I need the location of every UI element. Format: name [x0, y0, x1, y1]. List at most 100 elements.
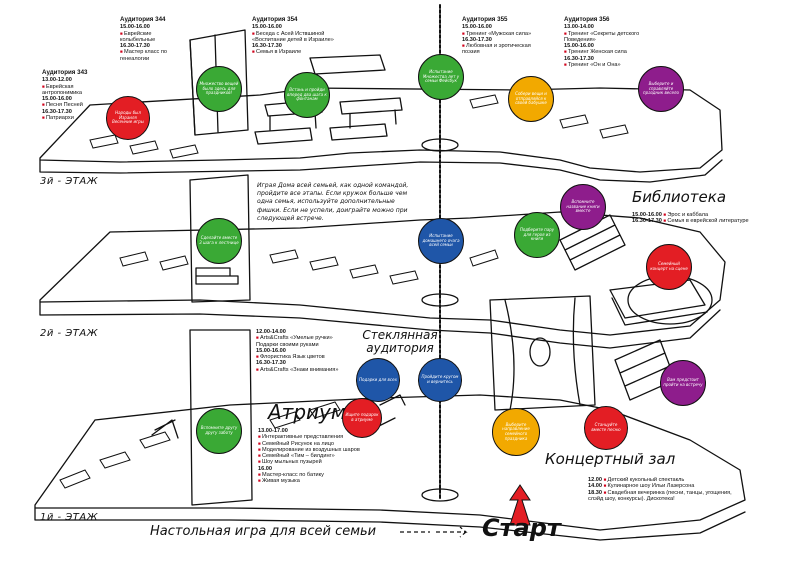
game-cell-12[interactable]: Подарки для всех — [356, 358, 400, 402]
schedule-time: 13.00-14.00 — [564, 24, 594, 31]
game-cell-7[interactable]: Сделайте вместе 3 шага к лестнице — [196, 218, 242, 264]
schedule-entry: 16.30-17.30 Семья в еврейской литературе — [632, 218, 782, 224]
schedule-glass: 12.00-14.00Arts&Crafts «Умелые ручки» По… — [256, 329, 352, 373]
cell-text: Множество вещей было здесь для празднико… — [199, 81, 239, 96]
schedule-lines: 13.00-17.00Интерактивные представленияСе… — [258, 428, 378, 485]
cell-text: Вам предстоит пройти на встречу — [663, 377, 703, 387]
schedule-event: Семья в еврейской литературе — [663, 218, 748, 224]
game-cell-9[interactable]: Подберите пару для героя из книги — [514, 212, 560, 258]
schedule-time: 16.30-17.30 — [564, 55, 594, 62]
schedule-time: 15.00-16.00 — [120, 24, 150, 31]
game-cell-14[interactable]: Ищите подарок в атриуме — [342, 398, 382, 438]
schedule-event: Любовная и эротическая поэзия — [462, 43, 542, 56]
schedule-time: 16.00 — [258, 465, 272, 472]
schedule-atrium: 13.00-17.00Интерактивные представленияСе… — [258, 428, 378, 485]
cell-text: Станцуйте вместе песню — [591, 422, 621, 432]
schedule-event: Моделирование из воздушных шаров — [258, 447, 378, 453]
schedule-entry: 18.30 Свадебная вечеринка (песни, танцы,… — [588, 490, 738, 503]
schedule-entry: 12.00 Детский кукольный спектакль — [588, 477, 738, 483]
schedule-event: Детский кукольный спектакль — [604, 477, 685, 483]
game-cell-13[interactable]: Пройдите кругом и вернитесь — [418, 358, 462, 402]
schedule-title: Аудитория 344 — [120, 16, 166, 23]
schedule-title: Аудитория 356 — [564, 16, 610, 23]
schedule-event: Тренинг Женская сила — [564, 49, 654, 55]
schedule-event: Семейный «Тим – билдинг» — [258, 453, 378, 459]
schedule-time: 16.30-17.30 — [252, 43, 282, 50]
cell-text: Вспомните другу другу заботу — [200, 425, 238, 435]
schedule-event: Кулинарное шоу Ильи Лазерсона — [604, 483, 695, 489]
game-cell-17[interactable]: Станцуйте вместе песню — [584, 406, 628, 450]
glass-auditorium-title: Стеклянная аудитория — [362, 328, 438, 355]
cell-text: Ищите подарок в атриуме — [345, 412, 379, 422]
schedule-event: Эрос и каббала — [663, 212, 708, 218]
schedule-time: 16.30-17.30 — [120, 43, 150, 50]
game-cell-11[interactable]: Семейный концерт на сцене — [646, 244, 692, 290]
schedule-event: Шоу мыльных пузырей — [258, 459, 378, 465]
schedule-event: Тренинг «Мужская сила» — [462, 31, 542, 37]
cell-text: Народы был Израиля Весенние игры — [112, 110, 144, 125]
game-cell-5[interactable]: Собери вещи и отправляйся к своей бабушк… — [508, 76, 554, 122]
schedule-event: Arts&Crafts «Знаки внимания» — [256, 367, 352, 373]
schedule-a354: Аудитория 354 15.00-16.00Беседа с Асей И… — [252, 16, 344, 56]
schedule-event: Arts&Crafts «Умелые ручки» Подарки своим… — [256, 335, 352, 348]
game-cell-8[interactable]: Испытание домашнего очага всей семьи — [418, 218, 464, 264]
schedule-lines: 15.00-16.00Тренинг «Мужская сила»16.30-1… — [462, 24, 542, 55]
floor-label-1: 1й - ЭТАЖ — [40, 512, 99, 523]
schedule-event: Семья в Израиле — [252, 49, 344, 55]
schedule-time: 15.00-16.00 — [462, 24, 492, 31]
cell-text: Пройдите кругом и вернитесь — [421, 374, 459, 384]
schedule-time: 15.00-16.00 — [564, 43, 594, 50]
schedule-time: 12.00 — [588, 477, 604, 483]
cell-text: Выберите и справляйте праздник весело — [643, 81, 679, 96]
schedule-lines: 12.00-14.00Arts&Crafts «Умелые ручки» По… — [256, 329, 352, 373]
schedule-event: Тренинг «Он и Она» — [564, 62, 654, 68]
game-cell-3[interactable]: Встань и пройди вперед два шага к фонтан… — [284, 72, 330, 118]
schedule-event: Мастер класс по генеалогии — [120, 49, 184, 62]
schedule-event: Живая музыка — [258, 478, 378, 484]
schedule-title: Аудитория 354 — [252, 16, 298, 23]
game-cell-6[interactable]: Выберите и справляйте праздник весело — [638, 66, 684, 112]
schedule-event: Еврейские колыбельные — [120, 31, 184, 44]
cell-text: Семейный концерт на сцене — [650, 261, 688, 271]
schedule-lines: 13.00-12.00Еврейская антропонимика15.00-… — [42, 77, 102, 121]
schedule-event: Беседа с Асей Иствшиной «Воспитание дете… — [252, 31, 344, 44]
cell-text: Собери вещи и отправляйся к своей бабушк… — [515, 91, 547, 106]
schedule-time: 15.00-16.00 — [42, 96, 72, 103]
concert-hall-title: Концертный зал — [545, 450, 676, 468]
schedule-lines: 15.00-16.00Еврейские колыбельные16.30-17… — [120, 24, 184, 62]
cell-text: Выберите направление семейного праздника — [502, 421, 530, 441]
cell-text: Встань и пройди вперед два шага к фонтан… — [287, 87, 327, 102]
game-cell-15[interactable]: Вспомните другу другу заботу — [196, 408, 242, 454]
game-cell-2[interactable]: Множество вещей было здесь для празднико… — [196, 66, 242, 112]
schedule-title: Аудитория 343 — [42, 69, 88, 76]
game-cell-4[interactable]: Испытание Множества лет у семьи Фейсбук — [418, 54, 464, 100]
cell-text: Вспомните название книги вместе — [566, 199, 600, 214]
schedule-time: 18.30 — [588, 489, 604, 496]
schedule-event: Флористика Язык цветов — [256, 354, 352, 360]
floor-label-3: 3й - ЭТАЖ — [40, 176, 99, 187]
game-cell-18[interactable]: Вам предстоит пройти на встречу — [660, 360, 706, 406]
schedule-a355: Аудитория 355 15.00-16.00Тренинг «Мужска… — [462, 16, 542, 56]
schedule-event: Тренинг «Секреты детского Поведения» — [564, 31, 654, 44]
game-instructions: Играя Дома всей семьей, как одной команд… — [257, 182, 409, 222]
schedule-a356: Аудитория 356 13.00-14.00Тренинг «Секрет… — [564, 16, 654, 68]
schedule-event: Интерактивные представления — [258, 434, 378, 440]
game-cell-1[interactable]: Народы был Израиля Весенние игры — [106, 96, 150, 140]
schedule-time: 15.00-16.00 — [632, 212, 664, 218]
schedule-time: 16.30-17.30 — [462, 36, 492, 43]
game-cell-10[interactable]: Вспомните название книги вместе — [560, 184, 606, 230]
schedule-a344: Аудитория 344 15.00-16.00Еврейские колыб… — [120, 16, 184, 62]
start-label[interactable]: Старт — [482, 514, 561, 542]
cell-text: Испытание домашнего очага всей семьи — [422, 233, 460, 248]
schedule-lines: 13.00-14.00Тренинг «Секреты детского Пов… — [564, 24, 654, 68]
schedule-event: Семейный Рисунок на лицо — [258, 441, 378, 447]
cell-text: Подарки для всех — [359, 376, 397, 382]
game-cell-16[interactable]: Выберите направление семейного праздника — [492, 408, 540, 456]
cell-text: Подберите пару для героя из книги — [519, 227, 555, 242]
floor-label-2: 2й - ЭТАЖ — [40, 328, 99, 339]
cell-text: Испытание Множества лет у семьи Фейсбук — [422, 69, 460, 84]
